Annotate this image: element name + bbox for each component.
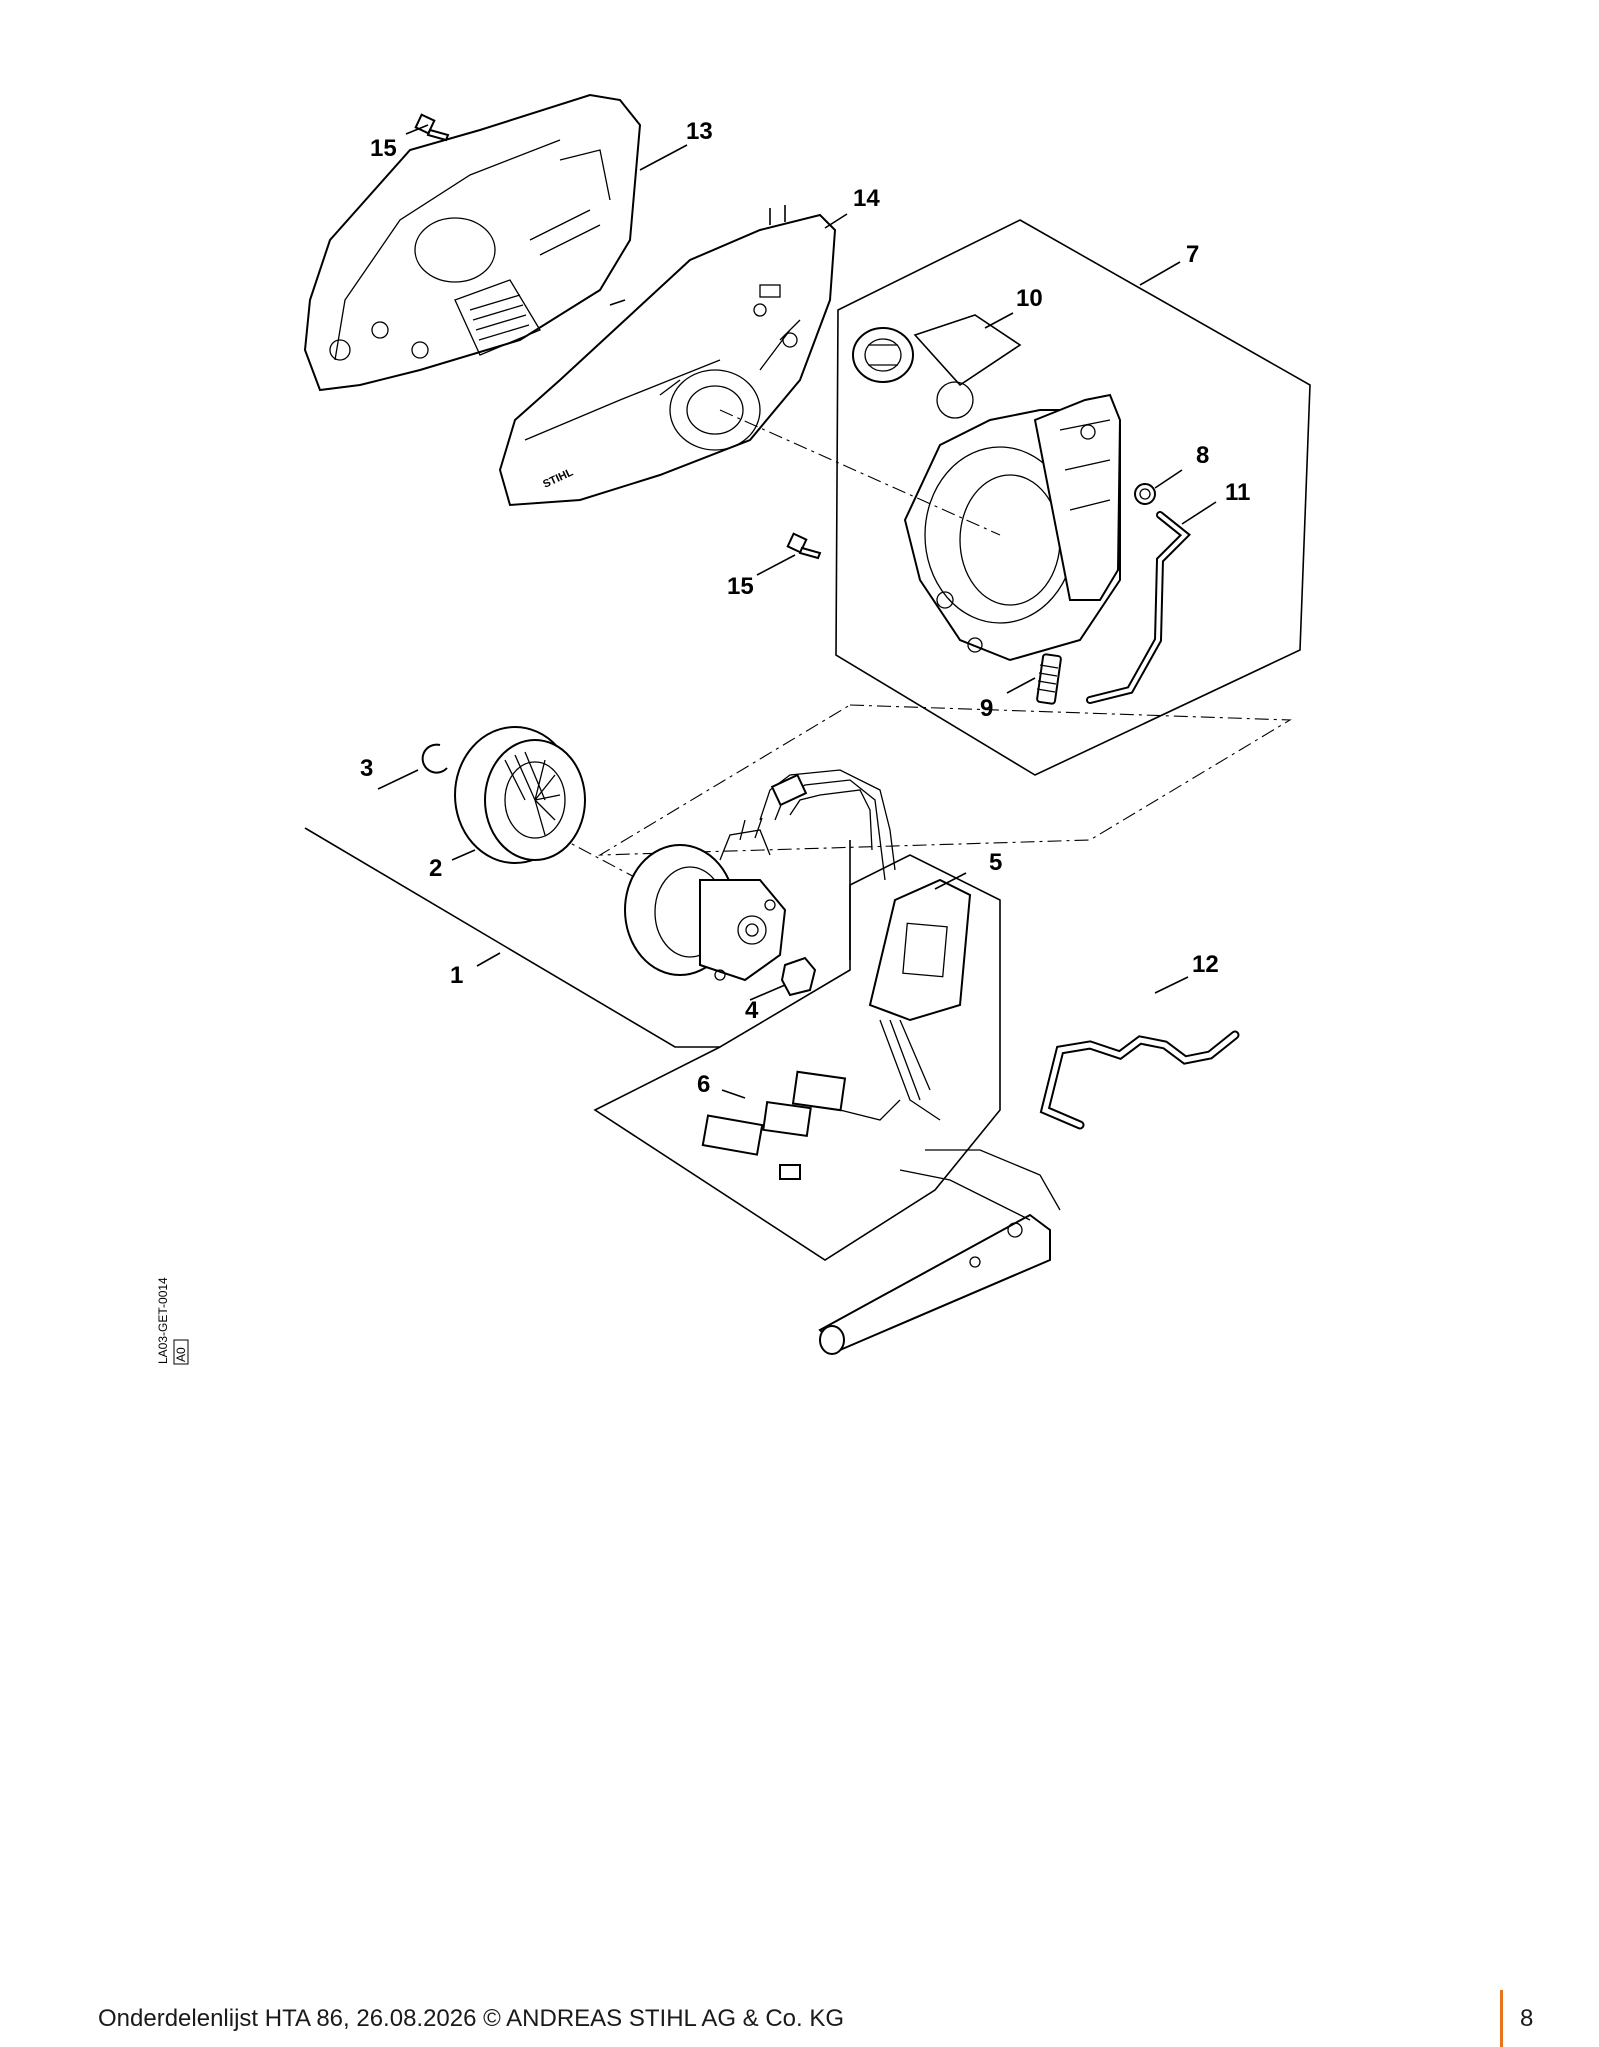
part-14-housing-shell: STIHL (498, 205, 837, 507)
callout-2: 2 (429, 855, 442, 882)
part-2-fan-wheel (454, 726, 586, 864)
exploded-parts-diagram: STIHL (156, 93, 1311, 1365)
callout-11: 11 (1225, 479, 1250, 506)
callout-15-top: 15 (370, 135, 397, 162)
callout-10: 10 (1016, 285, 1043, 312)
part-11-hose (1086, 511, 1191, 704)
page-number: 8 (1520, 2005, 1534, 2032)
part-5-group-frame (593, 854, 1001, 1261)
callout-4: 4 (745, 997, 759, 1024)
drawing-id-text: LA03-GET-0014 (156, 1277, 170, 1364)
part-5-control-module (868, 878, 972, 1121)
alignment-line (554, 834, 641, 881)
part-6-switch-set (701, 1070, 901, 1180)
part-3-circlip (421, 743, 448, 774)
drawing-identifier: LA03-GET-0014 A0 (156, 1277, 189, 1365)
part-7-group-frame (835, 219, 1311, 776)
part-10-switch-component (852, 314, 1022, 419)
callout-12: 12 (1192, 951, 1219, 978)
leader-lines (377, 124, 1217, 1099)
footer-text: Onderdelenlijst HTA 86, 26.08.2026 © AND… (98, 2005, 845, 2032)
part-13-housing-cover (303, 93, 642, 392)
callout-7: 7 (1186, 241, 1199, 268)
callout-14: 14 (853, 185, 880, 212)
part-1-motor (624, 817, 787, 982)
part-4-knob (780, 956, 817, 997)
drawing-code-text: A0 (174, 1347, 188, 1362)
callout-5: 5 (989, 849, 1002, 876)
wiring-harness (759, 769, 896, 881)
part-15-screw-middle (786, 532, 822, 560)
handle-tube (818, 1149, 1061, 1355)
callout-6: 6 (697, 1071, 710, 1098)
footer-divider (1500, 1990, 1503, 2047)
alignment-line (597, 704, 1292, 856)
part-7-motor-housing (903, 393, 1122, 662)
part-8-grommet (1134, 483, 1156, 505)
callout-13: 13 (686, 118, 713, 145)
callout-15-middle: 15 (727, 573, 754, 600)
alignment-line (719, 409, 1001, 536)
callout-9: 9 (980, 695, 993, 722)
callout-3: 3 (360, 755, 373, 782)
part-9-spring (1036, 653, 1062, 705)
callout-1: 1 (450, 962, 463, 989)
part-12-hose (1039, 1030, 1240, 1130)
callout-8: 8 (1196, 442, 1209, 469)
